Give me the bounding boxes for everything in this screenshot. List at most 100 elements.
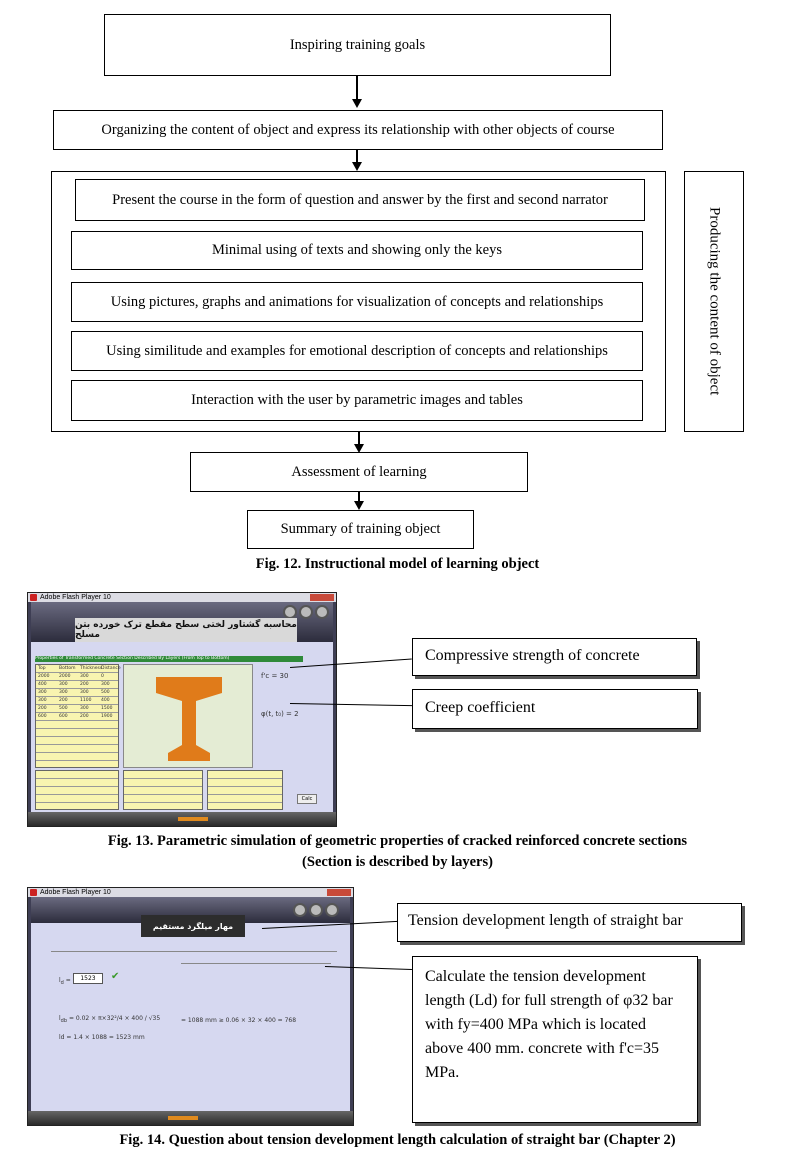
ld-fraction: ldb = 0.02 × π×32²/4 × 400 / √35 <box>59 1015 161 1025</box>
nav-button-icon[interactable] <box>293 903 307 917</box>
nav-button-icon[interactable] <box>283 605 297 619</box>
calc-button-label: Calc <box>301 796 313 802</box>
window-controls[interactable] <box>310 594 334 601</box>
table-header-bar: Properties of Transformed Concrete Secti… <box>35 656 303 662</box>
summary-box: Summary of training object <box>247 510 474 549</box>
flash-icon <box>30 889 37 896</box>
arrow-down-icon <box>354 501 364 510</box>
step-label: Interaction with the user by parametric … <box>191 392 523 409</box>
tensile-steel-table[interactable] <box>35 770 119 810</box>
calc-button[interactable]: Calc <box>297 794 317 804</box>
step-label: Minimal using of texts and showing only … <box>212 242 502 259</box>
section-preview <box>123 664 253 768</box>
table-cell[interactable]: 0 <box>101 674 104 679</box>
window-titlebar: Adobe Flash Player 10 <box>28 593 336 602</box>
table-header-text: Properties of Transformed Concrete Secti… <box>35 656 230 661</box>
table-cell[interactable]: 200 <box>80 682 89 687</box>
app-screen: مهار میلگرد مستقیم ld = 1523 ✔ ldb = 0.0… <box>31 897 350 1113</box>
assessment-box: Assessment of learning <box>190 452 528 492</box>
results-table-2 <box>207 770 283 810</box>
producing-content-label: Producing the content of object <box>706 207 723 396</box>
fc-formula: f'c = 30 <box>261 672 289 680</box>
i-beam-section-icon <box>156 677 222 761</box>
table-cell[interactable]: 1100 <box>80 698 92 703</box>
table-cell[interactable]: 300 <box>38 698 47 703</box>
table-cell[interactable]: 1500 <box>101 706 113 711</box>
window-titlebar: Adobe Flash Player 10 <box>28 888 353 897</box>
table-cell[interactable]: 600 <box>59 714 68 719</box>
table-cell[interactable]: 300 <box>101 682 110 687</box>
step-box-1: Present the course in the form of questi… <box>75 179 645 221</box>
figure-12-caption: Fig. 12. Instructional model of learning… <box>255 556 540 572</box>
check-icon[interactable]: ✔ <box>111 971 120 982</box>
app-title: Adobe Flash Player 10 <box>40 594 111 601</box>
table-cell[interactable]: 300 <box>80 706 89 711</box>
figure-13-caption-line-2: (Section is described by layers) <box>302 854 493 870</box>
tension-development-label-box: Tension development length of straight b… <box>397 903 742 942</box>
flash-icon <box>30 594 37 601</box>
arrow-down-icon <box>352 162 362 171</box>
table-cell[interactable]: 300 <box>80 674 89 679</box>
producing-content-box: Producing the content of object <box>684 171 744 432</box>
table-cell[interactable]: 500 <box>59 706 68 711</box>
creep-coefficient-label: Creep coefficient <box>425 699 536 716</box>
table-cell[interactable]: 400 <box>101 698 110 703</box>
equation-2: ld = 1.4 × 1088 = 1523 mm <box>59 1034 145 1041</box>
window-controls[interactable] <box>327 889 351 896</box>
figure-14-caption: Fig. 14. Question about tension developm… <box>119 1132 676 1148</box>
answer-value: 1523 <box>80 975 96 982</box>
results-table-1 <box>123 770 203 810</box>
table-column-header: Bottom <box>59 666 76 671</box>
table-cell[interactable]: 600 <box>38 714 47 719</box>
seek-bar[interactable] <box>168 1116 198 1120</box>
step-box-2: Minimal using of texts and showing only … <box>71 231 643 270</box>
compressive-strength-label: Compressive strength of concrete <box>425 647 640 664</box>
table-cell[interactable]: 300 <box>80 690 89 695</box>
question-text-line <box>181 963 331 964</box>
answer-input[interactable]: 1523 <box>73 973 103 984</box>
equation-1: = 1088 mm ≥ 0.06 × 32 × 400 = 768 <box>181 1017 297 1024</box>
organizing-label: Organizing the content of object and exp… <box>101 121 615 138</box>
nav-button-icon[interactable] <box>309 903 323 917</box>
step-label: Using pictures, graphs and animations fo… <box>110 293 604 310</box>
screen-title-banner: مهار میلگرد مستقیم <box>141 915 245 937</box>
seek-bar[interactable] <box>178 817 208 821</box>
table-column-header: Thickness <box>80 666 103 671</box>
table-cell[interactable]: 300 <box>59 682 68 687</box>
table-cell[interactable]: 2000 <box>38 674 50 679</box>
table-cell[interactable]: 500 <box>101 690 110 695</box>
flash-player-window: Adobe Flash Player 10 محاسبه گشتاور لختی… <box>27 592 337 827</box>
arrow-down-icon <box>354 444 364 453</box>
table-cell[interactable]: 300 <box>38 690 47 695</box>
table-cell[interactable]: 400 <box>38 682 47 687</box>
organizing-box: Organizing the content of object and exp… <box>53 110 663 150</box>
table-cell[interactable]: 200 <box>38 706 47 711</box>
table-cell[interactable]: 2000 <box>59 674 71 679</box>
figure-13-caption-line-1: Fig. 13. Parametric simulation of geomet… <box>107 833 688 849</box>
table-cell[interactable]: 200 <box>59 698 68 703</box>
step-box-5: Interaction with the user by parametric … <box>71 380 643 421</box>
flash-player-window: Adobe Flash Player 10 مهار میلگرد مستقیم… <box>27 887 354 1126</box>
creep-coefficient-label-box: Creep coefficient <box>412 689 698 729</box>
step-label: Present the course in the form of questi… <box>112 191 608 208</box>
summary-label: Summary of training object <box>280 521 441 538</box>
inspiring-goals-box: Inspiring training goals <box>104 14 611 76</box>
question-text-line <box>51 951 337 952</box>
screen-title: محاسبه گشتاور لختی سطح مقطع ترک خورده بت… <box>75 620 297 640</box>
nav-button-icon[interactable] <box>315 605 329 619</box>
question-label: Calculate the tension development length… <box>425 968 673 1081</box>
table-cell[interactable]: 1900 <box>101 714 113 719</box>
creep-formula: φ(t, t₀) = 2 <box>261 710 299 718</box>
step-box-4: Using similitude and examples for emotio… <box>71 331 643 371</box>
app-title: Adobe Flash Player 10 <box>40 889 111 896</box>
table-column-header: Distance <box>101 666 121 671</box>
step-box-3: Using pictures, graphs and animations fo… <box>71 282 643 322</box>
table-cell[interactable]: 300 <box>59 690 68 695</box>
arrow-down-icon <box>352 99 362 108</box>
assessment-label: Assessment of learning <box>291 463 427 480</box>
nav-button-icon[interactable] <box>299 605 313 619</box>
screen-title-banner: محاسبه گشتاور لختی سطح مقطع ترک خورده بت… <box>75 618 297 642</box>
nav-button-icon[interactable] <box>325 903 339 917</box>
table-cell[interactable]: 200 <box>80 714 89 719</box>
